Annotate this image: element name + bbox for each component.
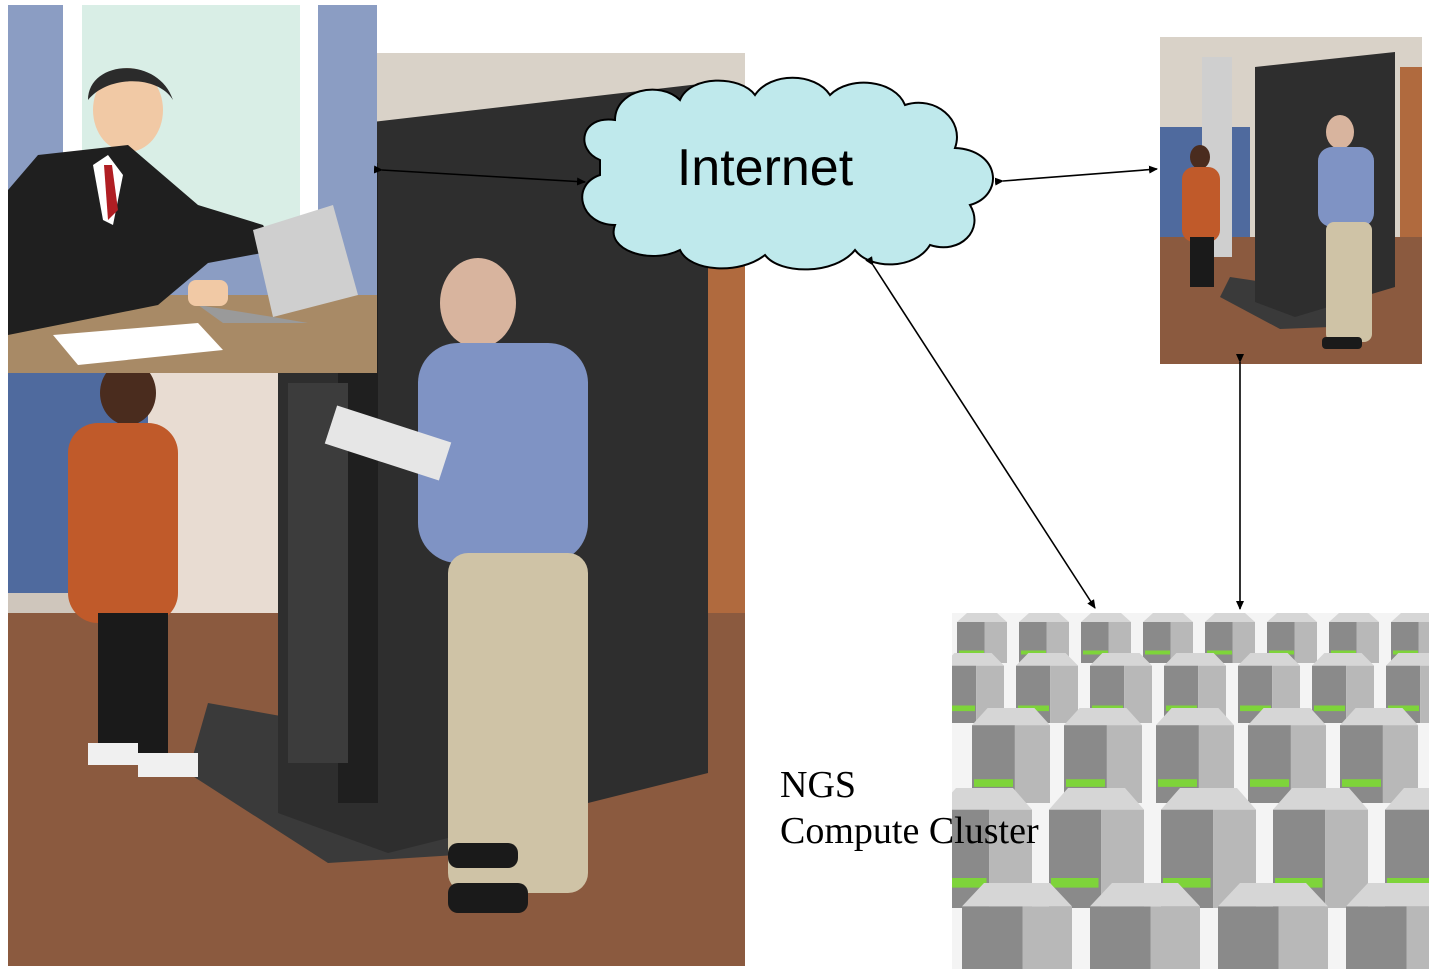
server-rack	[1156, 708, 1234, 726]
compute-cluster-render	[952, 613, 1429, 969]
cluster-caption-line2: Compute Cluster	[780, 810, 1039, 852]
server-rack	[962, 883, 1072, 907]
server-rack	[1081, 613, 1131, 622]
server-rack	[1278, 906, 1328, 969]
server-rack	[1090, 883, 1200, 907]
internet-cloud: Internet	[581, 76, 994, 271]
server-rack	[1356, 622, 1379, 663]
server-rack	[1051, 878, 1099, 888]
server-rack	[1064, 708, 1142, 726]
server-rack	[1145, 650, 1170, 655]
server-rack	[1150, 906, 1200, 969]
cluster-caption-line1: NGS	[780, 764, 857, 806]
server-rack	[1331, 650, 1356, 655]
server-rack	[1163, 878, 1211, 888]
server-rack	[1066, 779, 1105, 787]
server-rack	[1090, 906, 1151, 969]
server-rack	[1314, 705, 1345, 712]
server-rack	[952, 665, 977, 723]
server-rack	[1158, 779, 1197, 787]
server-rack	[1108, 622, 1131, 663]
server-rack	[952, 788, 1032, 810]
cluster-caption: NGS Compute Cluster	[780, 762, 1039, 854]
server-rack	[984, 622, 1007, 663]
server-rack	[1267, 613, 1317, 622]
server-rack	[1393, 650, 1418, 655]
server-rack	[1329, 613, 1379, 622]
server-rack	[1388, 705, 1419, 712]
server-rack	[1275, 878, 1323, 888]
server-rack	[1205, 613, 1255, 622]
server-rack	[1143, 613, 1193, 622]
server-rack	[1340, 708, 1418, 726]
server-rack	[1143, 622, 1171, 663]
server-rack	[1014, 725, 1050, 803]
server-rack	[1312, 653, 1374, 666]
server-rack	[1391, 613, 1429, 622]
server-rack	[1342, 779, 1381, 787]
server-rack	[1406, 906, 1429, 969]
server-rack	[1019, 613, 1069, 622]
server-rack	[1250, 779, 1289, 787]
server-rack	[974, 779, 1013, 787]
server-rack	[1269, 650, 1294, 655]
server-rack	[1016, 653, 1078, 666]
server-rack	[1050, 665, 1078, 723]
server-rack	[1248, 725, 1291, 803]
businessman-laptop-clipart	[8, 5, 377, 373]
server-rack	[952, 878, 987, 888]
internet-label: Internet	[677, 139, 854, 197]
server-rack	[1294, 622, 1317, 663]
server-rack	[1346, 883, 1429, 907]
server-rack	[1346, 906, 1407, 969]
server-rack	[952, 705, 975, 712]
arrow-internet-cluster	[865, 256, 1096, 609]
server-rack	[1248, 708, 1326, 726]
server-rack	[962, 906, 1023, 969]
server-rack	[1161, 788, 1256, 810]
server-rack	[1232, 622, 1255, 663]
server-rack	[1090, 653, 1152, 666]
server-rack	[1420, 665, 1429, 723]
server-rack	[1312, 665, 1347, 723]
server-rack	[957, 613, 1007, 622]
server-rack	[1022, 906, 1072, 969]
server-rack	[1418, 622, 1429, 663]
server-rack	[1238, 653, 1300, 666]
server-rack	[952, 653, 1004, 666]
server-rack	[1164, 653, 1226, 666]
server-rack	[1083, 650, 1108, 655]
supercomputer-photo-small	[1160, 37, 1422, 364]
server-rack	[1240, 705, 1271, 712]
server-rack	[1049, 788, 1144, 810]
server-rack	[972, 708, 1050, 726]
server-rack	[1218, 883, 1328, 907]
server-rack	[1386, 653, 1429, 666]
server-rack	[1207, 650, 1232, 655]
arrow-user-internet	[373, 165, 586, 186]
arrow-internet-site	[994, 165, 1158, 186]
server-rack	[1021, 650, 1046, 655]
server-rack	[1273, 788, 1368, 810]
server-rack	[1046, 622, 1069, 663]
server-rack	[1218, 906, 1279, 969]
server-rack	[1170, 622, 1193, 663]
server-rack	[1385, 788, 1429, 810]
server-rack	[959, 650, 984, 655]
server-rack	[1387, 878, 1429, 888]
